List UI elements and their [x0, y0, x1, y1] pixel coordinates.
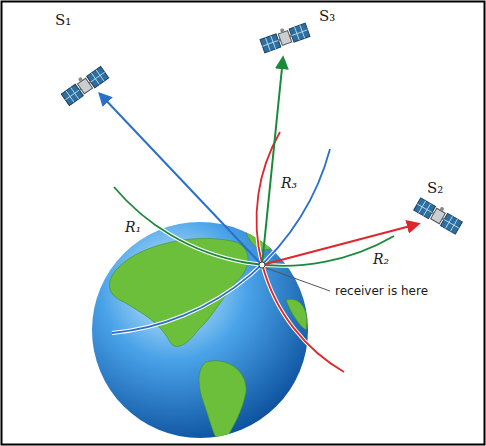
range-arrow [262, 224, 418, 265]
earth-globe [92, 222, 308, 446]
leader-line [266, 268, 330, 291]
range-arc [114, 187, 394, 266]
satellite-label: S₃ [318, 8, 336, 25]
range-arrow [262, 58, 283, 265]
satellite-icon [414, 195, 464, 234]
range-arc [256, 132, 344, 372]
receiver-dot [259, 262, 265, 268]
range-arc-halo [112, 132, 394, 372]
range-arc [112, 149, 330, 333]
satellite-label: S₂ [426, 180, 444, 197]
range-label: R₃ [280, 176, 298, 191]
range-label: R₁ [124, 220, 142, 235]
satellite-icon [259, 20, 310, 52]
satellite-label: S₁ [54, 12, 72, 29]
range-label: R₂ [372, 252, 390, 267]
range-arrow [100, 94, 262, 265]
receiver-label: receiver is here [334, 285, 429, 298]
satellite-icon [60, 64, 109, 105]
